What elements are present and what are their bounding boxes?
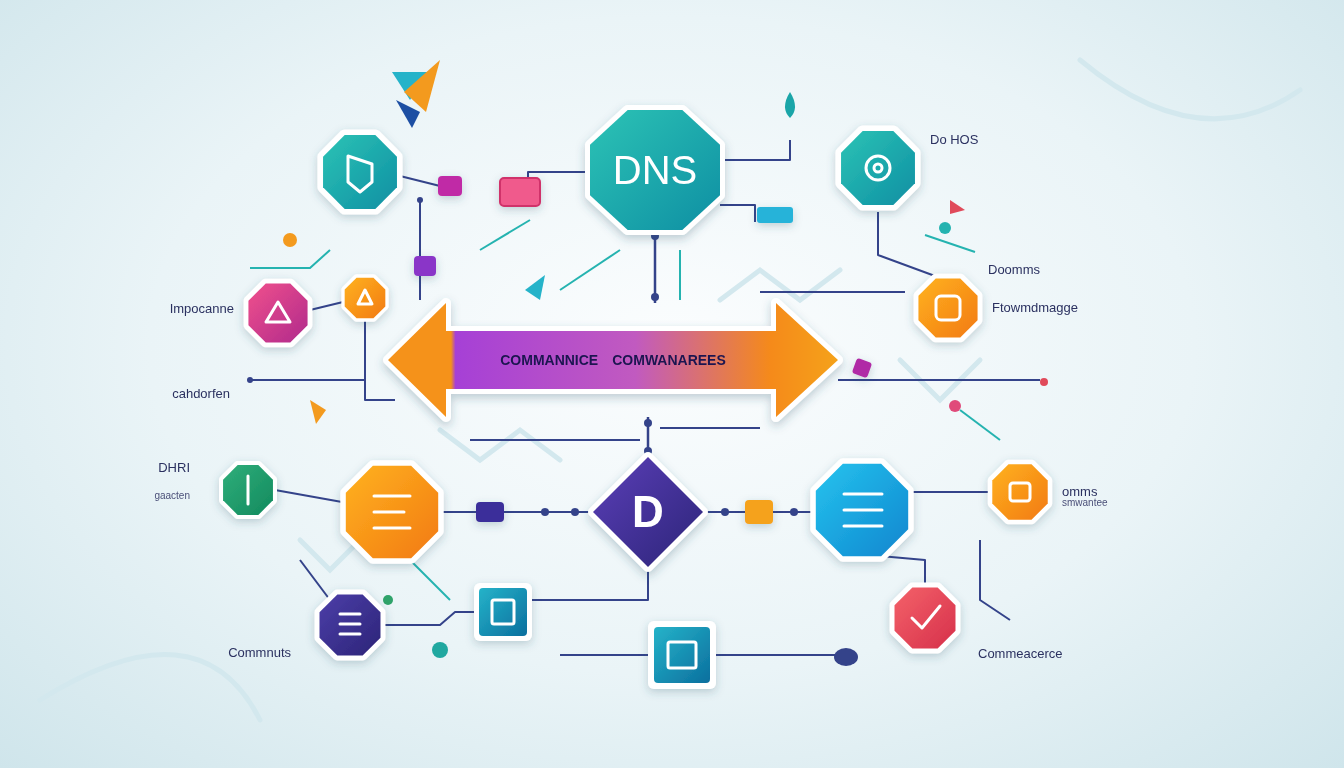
side-label: DHRI: [158, 460, 190, 475]
connector-dot: [644, 419, 652, 427]
side-label: cahdorfen: [172, 386, 230, 401]
side-label: omms: [1062, 484, 1097, 499]
side-label: Commeacerce: [978, 646, 1063, 661]
side-label: Impocanne: [170, 301, 234, 316]
decision-diamond: D: [593, 457, 703, 567]
side-label: Ftowmdmagge: [992, 300, 1078, 315]
dns-octagon: DNS: [590, 110, 720, 230]
side-label: Do HOS: [930, 132, 978, 147]
side-label: gaacten: [154, 490, 190, 501]
band-text: COMWANAREES: [612, 352, 726, 368]
node-title: D: [632, 487, 664, 537]
arrow-band: COMMANNICE COMWANAREES: [388, 303, 838, 417]
band-text: COMMANNICE: [500, 352, 598, 368]
connector-dot: [651, 293, 659, 301]
side-label: Commnuts: [228, 645, 291, 660]
side-label: Doomms: [988, 262, 1040, 277]
side-label: smwantee: [1062, 497, 1108, 508]
node-title: DNS: [613, 148, 697, 193]
connector-line: [654, 230, 657, 303]
